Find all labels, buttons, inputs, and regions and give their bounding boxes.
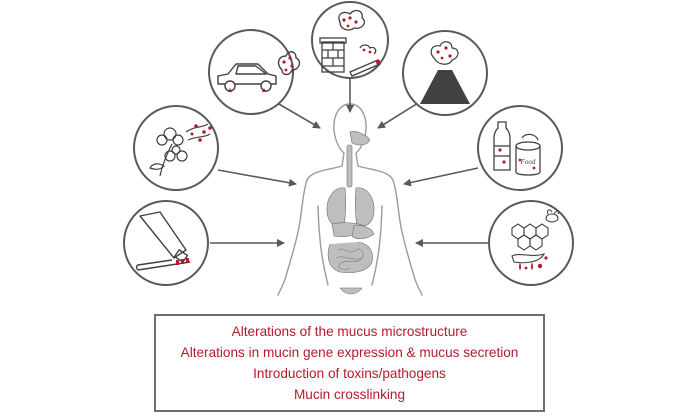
honeycomb-bee-icon <box>488 200 574 286</box>
bottle-food-can-icon: Food <box>477 105 563 191</box>
effect-mucus-microstructure: Alterations of the mucus microstructure <box>231 324 468 339</box>
effects-box: Alterations of the mucus microstructure … <box>154 314 545 412</box>
human-body-organs-icon <box>277 103 423 296</box>
car-exhaust-icon <box>208 29 301 115</box>
toothpaste-toothbrush-icon <box>123 200 209 286</box>
flowers-pollen-icon <box>133 105 219 191</box>
effect-toxins-pathogens: Introduction of toxins/pathogens <box>253 366 446 381</box>
effect-mucin-crosslinking: Mucin crosslinking <box>293 387 406 402</box>
volcano-icon <box>402 30 488 116</box>
svg-text:Food: Food <box>520 158 536 166</box>
chimney-cigarette-smoke-icon <box>311 1 389 79</box>
effect-mucin-gene-expression: Alterations in mucin gene expression & m… <box>180 345 519 360</box>
